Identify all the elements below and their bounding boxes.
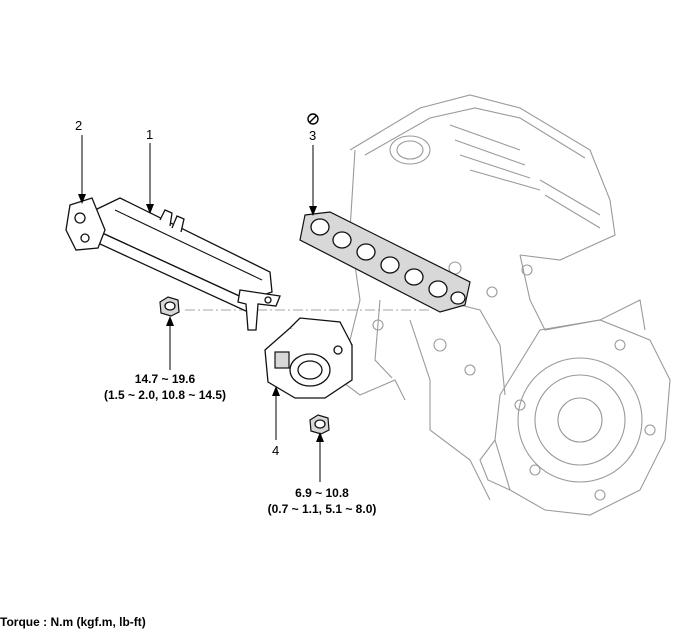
callout-1: 1 xyxy=(146,127,153,142)
leader-lines xyxy=(78,135,324,482)
nut-upper xyxy=(159,296,180,317)
gasket xyxy=(299,211,471,313)
torque-upper-units: (1.5 ~ 2.0, 10.8 ~ 14.5) xyxy=(104,388,226,402)
torque-lower-value: 6.9 ~ 10.8 xyxy=(295,486,349,500)
torque-lower-units: (0.7 ~ 1.1, 5.1 ~ 8.0) xyxy=(268,502,377,516)
egr-cooler xyxy=(65,197,281,331)
egr-valve xyxy=(264,317,353,399)
engine-block xyxy=(339,94,671,516)
no-reuse-icon xyxy=(307,113,319,125)
torque-upper-value: 14.7 ~ 19.6 xyxy=(135,372,196,386)
callout-3: 3 xyxy=(309,128,316,143)
torque-units-note: Torque : N.m (kgf.m, lb-ft) xyxy=(0,615,146,629)
nut-lower xyxy=(309,414,330,435)
callout-4: 4 xyxy=(272,443,279,458)
callout-2: 2 xyxy=(75,118,82,133)
